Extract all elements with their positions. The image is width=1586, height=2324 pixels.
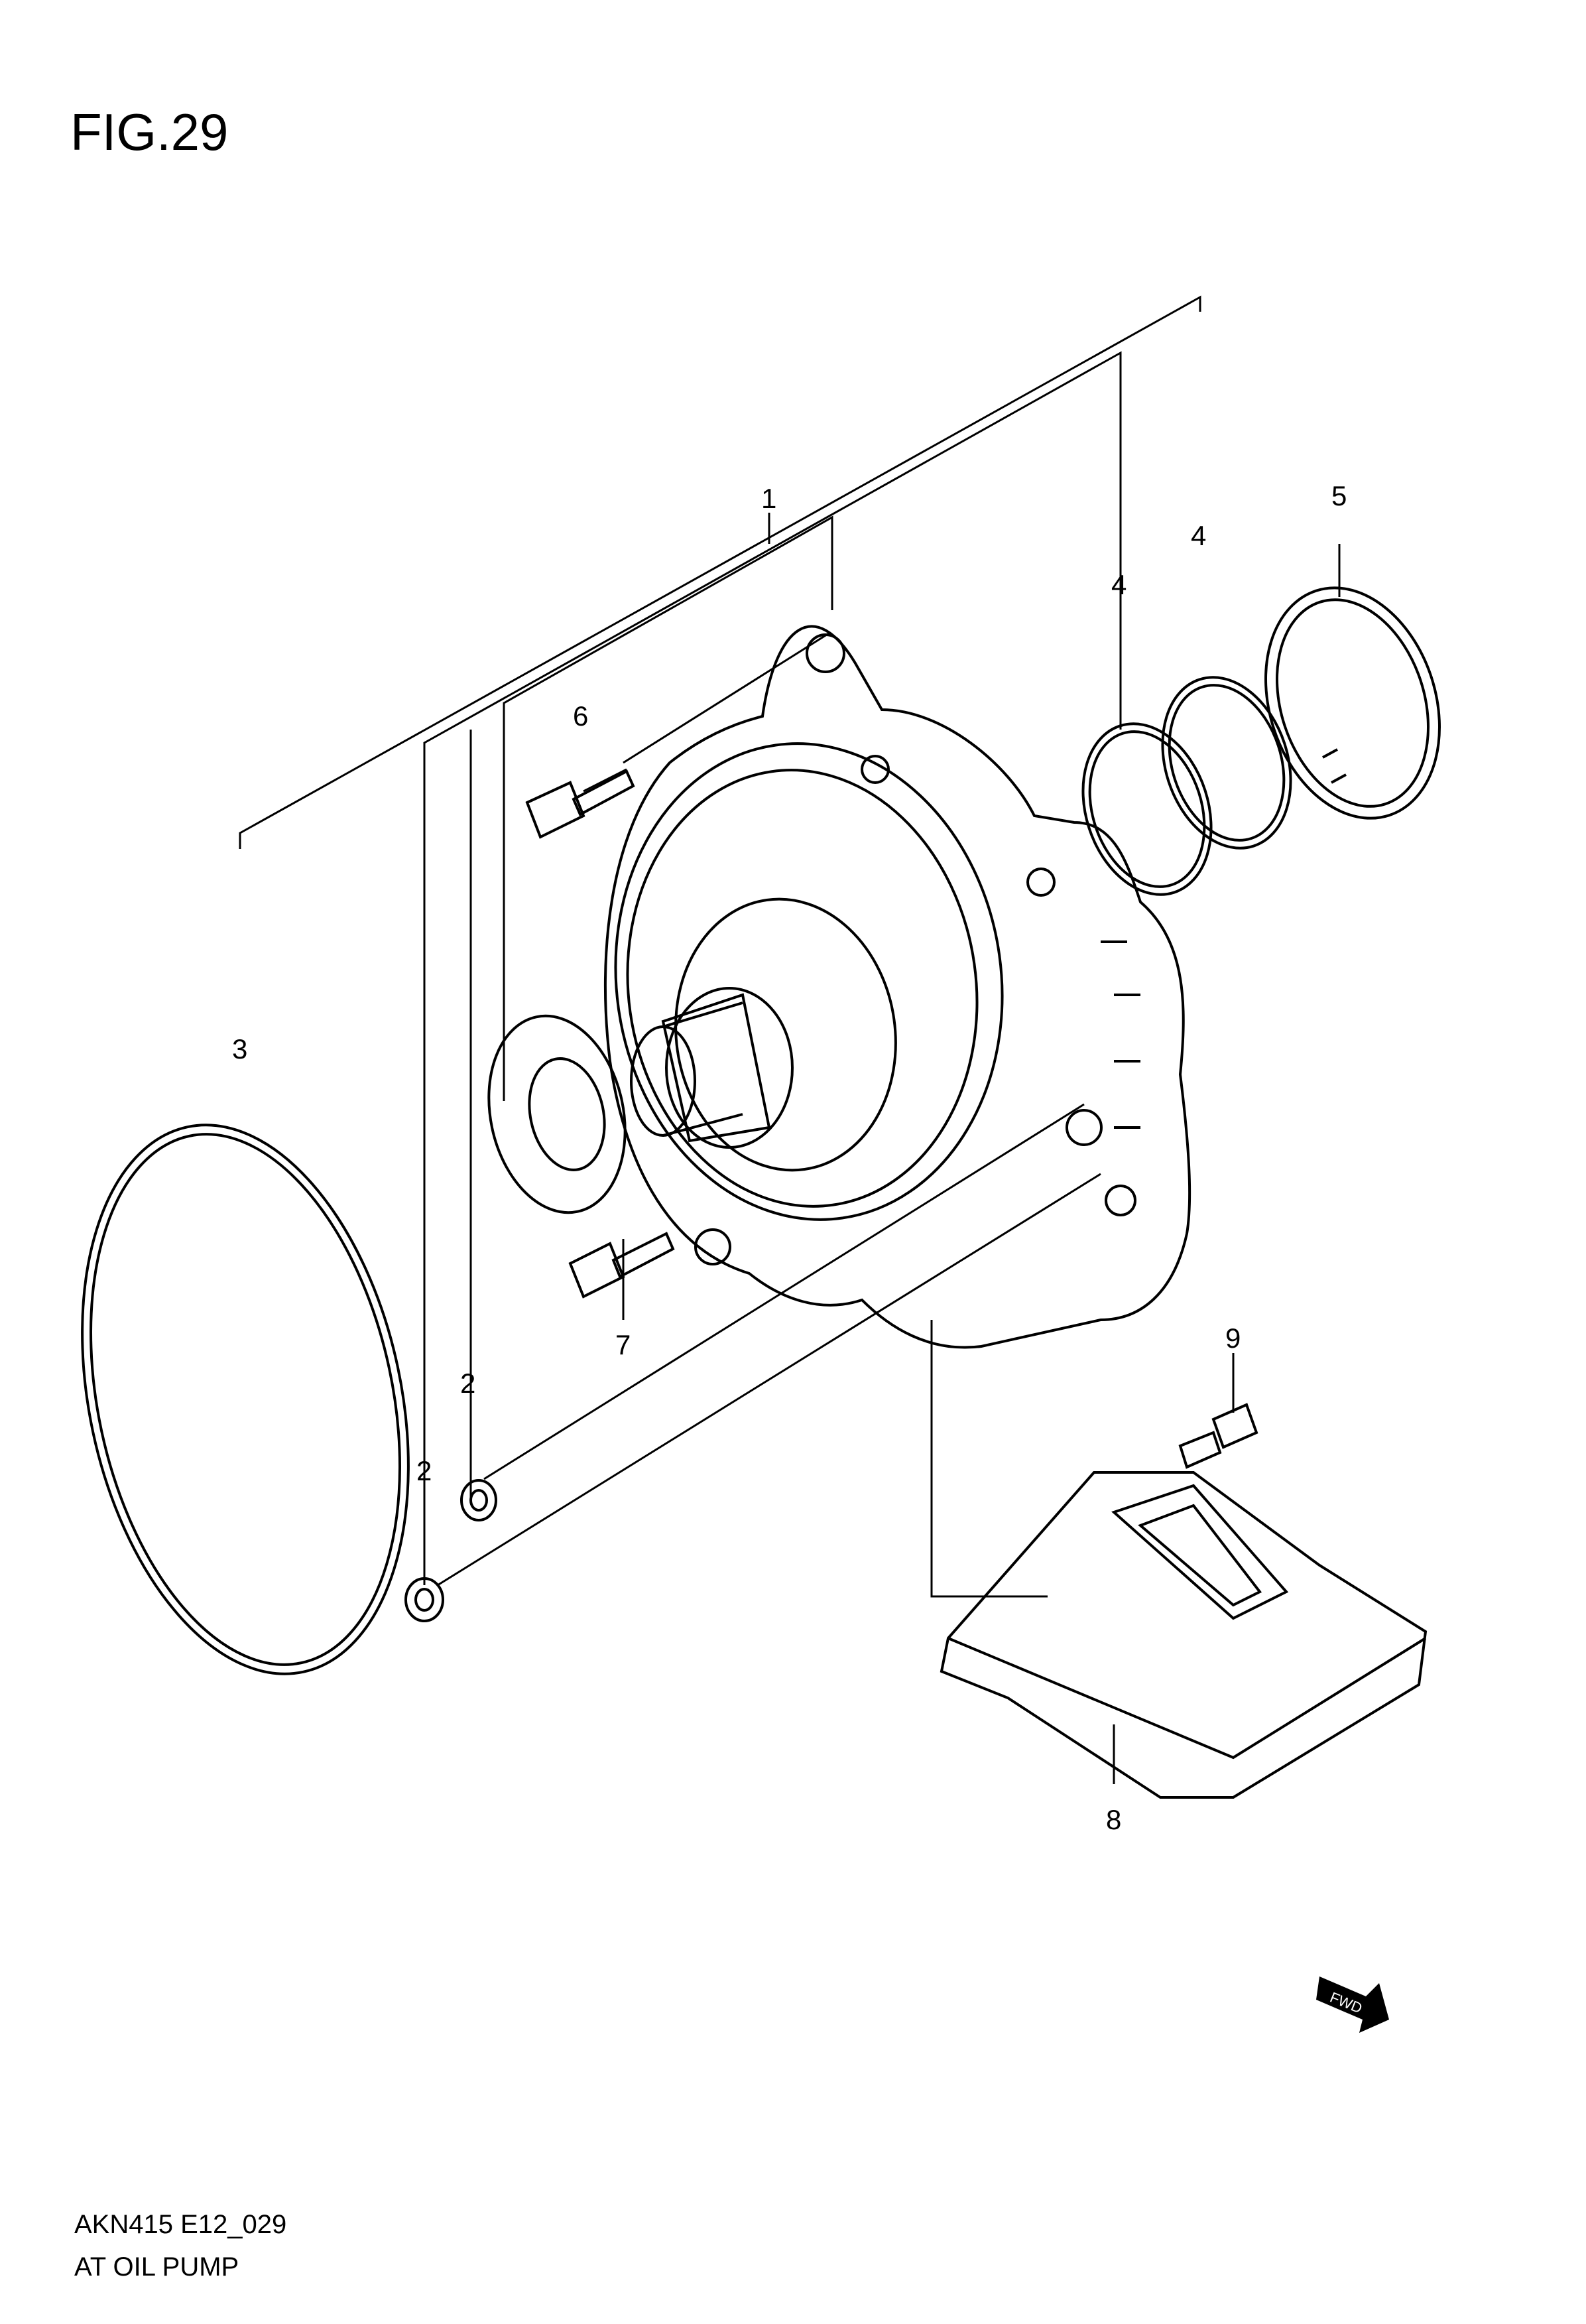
o-ring-large: [81, 1124, 410, 1675]
seal-ring-1: [1081, 722, 1213, 896]
callout-5: 5: [1331, 480, 1347, 511]
oil-strainer: [940, 1471, 1428, 1799]
callout-4-left: 4: [1111, 569, 1127, 600]
diagram-caption: AT OIL PUMP: [74, 2252, 239, 2282]
callout-8: 8: [1106, 1804, 1121, 1835]
callout-labels: 1 2 2 3 4 4 5 6 7 8 9: [232, 480, 1347, 1835]
snap-ring-inner: [1276, 598, 1430, 808]
callout-7: 7: [615, 1329, 631, 1360]
fwd-arrow-icon: FWD: [1316, 1976, 1389, 2033]
leader-lines: [239, 295, 1341, 1784]
callout-1: 1: [761, 483, 776, 514]
bolt-lower: [568, 1232, 675, 1299]
bolt-strainer: [1178, 1403, 1258, 1469]
callout-2-lower: 2: [416, 1455, 432, 1486]
o-ring-large-inner: [90, 1133, 401, 1666]
callout-4-right: 4: [1191, 520, 1206, 551]
callout-3: 3: [232, 1033, 247, 1065]
oil-seal: [487, 1014, 627, 1214]
seal-ring-1-inner: [1088, 730, 1206, 888]
snap-ring-gap: [1322, 748, 1347, 784]
oil-pump-body: [603, 625, 1191, 1349]
small-seal-lower: [404, 1577, 444, 1622]
small-seal-upper: [460, 1479, 497, 1521]
callout-9: 9: [1225, 1323, 1241, 1354]
callout-6: 6: [573, 700, 588, 732]
callout-2-upper: 2: [460, 1368, 475, 1399]
seal-ring-2-inner: [1168, 684, 1286, 842]
figure-number: FIG.29: [70, 103, 229, 161]
snap-ring: [1264, 586, 1441, 820]
bolt-upper: [525, 769, 635, 839]
diagram-code: AKN415 E12_029: [74, 2210, 287, 2239]
seal-ring-2: [1161, 676, 1292, 850]
